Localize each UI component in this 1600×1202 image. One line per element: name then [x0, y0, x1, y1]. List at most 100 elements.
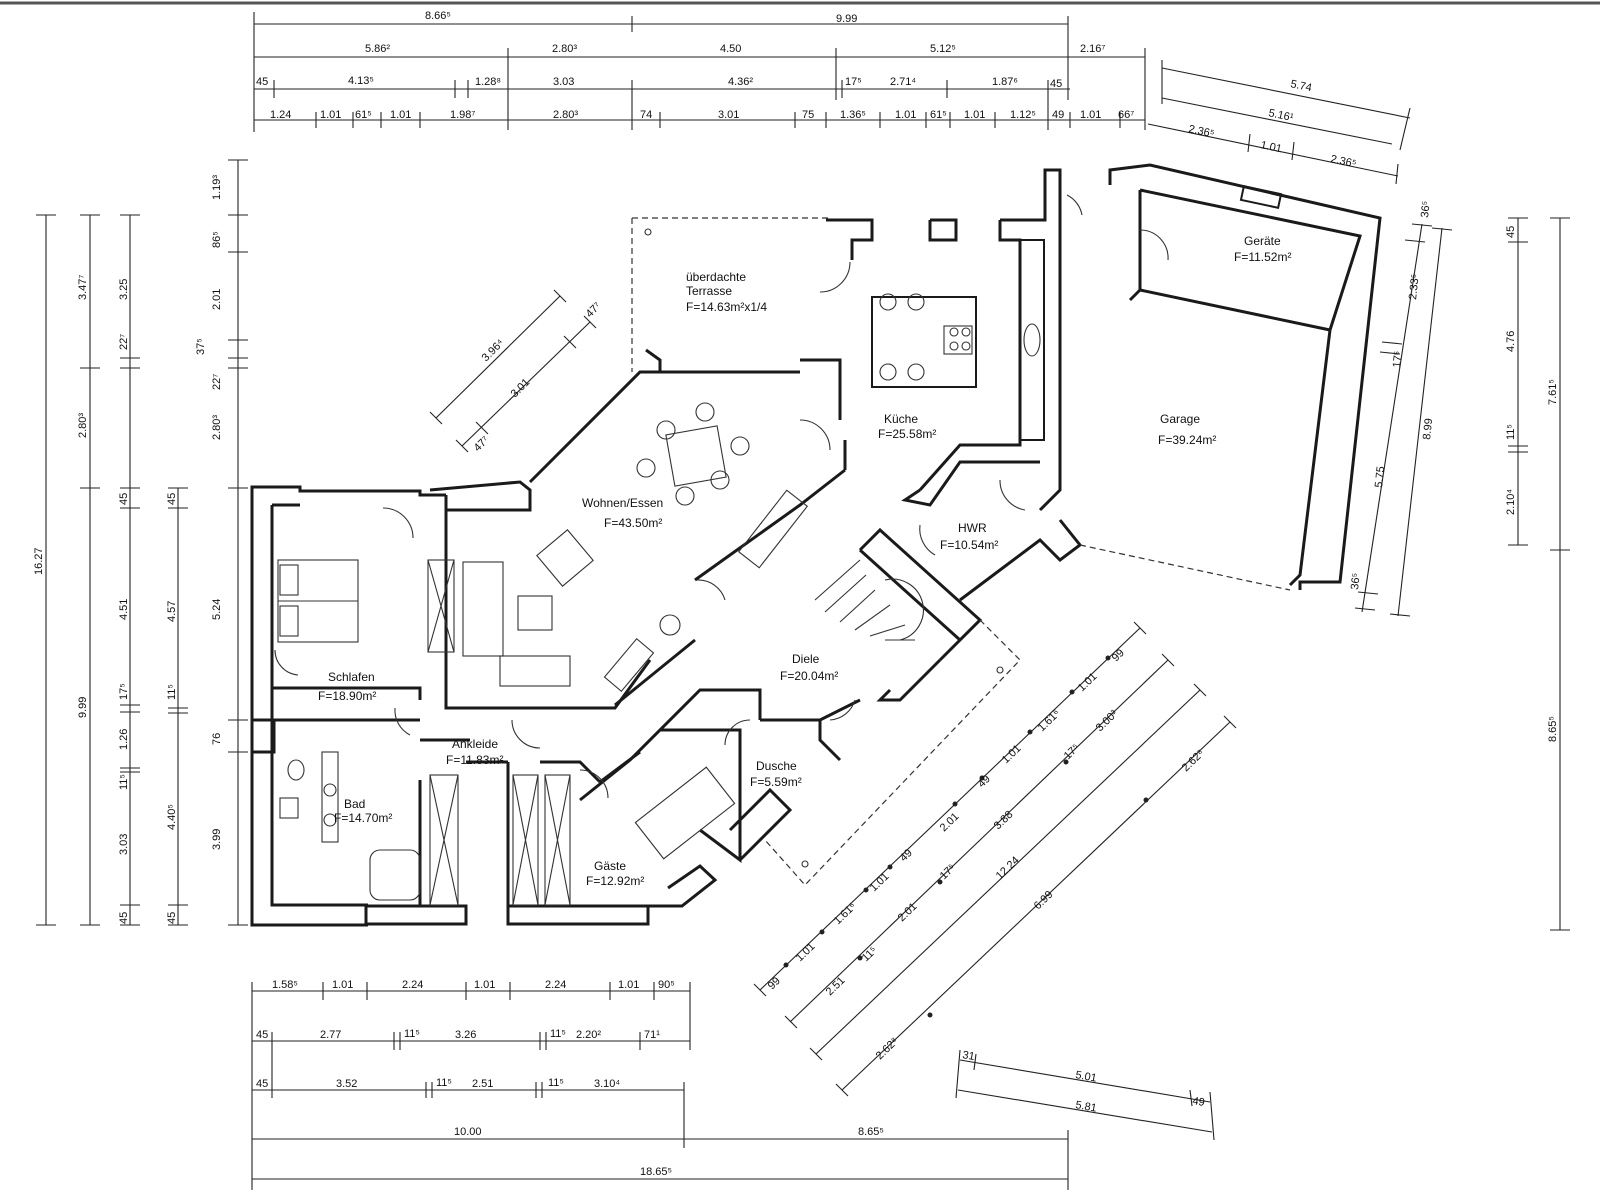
dim-label: 45 — [118, 493, 130, 505]
dim-label: 11⁵ — [404, 1028, 420, 1040]
room-name: Diele — [792, 652, 820, 666]
dim-label: 3.88 — [992, 809, 1016, 833]
room-area: F=14.63m²x1/4 — [686, 300, 767, 314]
dim-label: 4.76 — [1505, 331, 1517, 352]
dim-label: 18.65⁵ — [640, 1166, 672, 1178]
dim-label: 47⁷ — [472, 434, 492, 454]
dim-label: 45 — [1050, 78, 1062, 90]
dim-label: 45 — [166, 912, 178, 924]
room-name-2: Terrasse — [686, 284, 732, 298]
dim-label: 66⁷ — [1118, 109, 1134, 121]
dim-label: 8.65⁵ — [1547, 716, 1559, 742]
room-kueche: Küche F=25.58m² — [878, 412, 936, 441]
dim-label: 2.51 — [472, 1078, 493, 1090]
room-name: Gäste — [594, 859, 626, 873]
room-hwr: HWR F=10.54m² — [940, 521, 998, 552]
dim-label: 49 — [1191, 1095, 1205, 1109]
dim-label: 71¹ — [644, 1029, 660, 1041]
dim-label: 11⁵ — [166, 684, 178, 700]
dim-label: 3.01 — [718, 109, 739, 121]
dim-label: 99 — [766, 975, 783, 992]
room-name: Dusche — [756, 759, 797, 773]
dim-label: 2.80³ — [211, 415, 223, 440]
dim-label: 49 — [976, 773, 993, 790]
dim-label: 45 — [1505, 226, 1517, 238]
dim-label: 49 — [1052, 109, 1064, 121]
dim-label: 31 — [961, 1049, 975, 1063]
dim-label: 99 — [1110, 647, 1127, 664]
dim-label: 5.75 — [1373, 466, 1387, 489]
dim-label: 8.66⁵ — [425, 10, 451, 22]
room-area: F=11.52m² — [1234, 250, 1291, 264]
room-area: F=18.90m² — [318, 689, 376, 703]
dim-label: 2.62⁸ — [874, 1035, 901, 1062]
room-diele: Diele F=20.04m² — [780, 652, 838, 683]
dim-label: 2.62⁸ — [1180, 747, 1207, 774]
dim-label: 61⁵ — [355, 109, 372, 121]
dim-label: 36⁵ — [1419, 200, 1433, 218]
dim-label: 17⁵ — [1391, 350, 1405, 368]
dim-label: 3.03 — [553, 76, 574, 88]
dimension-lines — [36, 12, 1570, 1190]
room-schlafen: Schlafen F=18.90m² — [318, 670, 376, 703]
dim-label: 1.98⁷ — [450, 109, 475, 121]
dim-label: 3.25 — [118, 279, 130, 300]
dim-label: 1.61⁶ — [832, 901, 859, 928]
door-swings — [274, 194, 1169, 799]
room-name: Bad — [344, 797, 365, 811]
dim-label: 3.96⁴ — [480, 337, 507, 364]
room-area: F=20.04m² — [780, 669, 838, 683]
dim-label: 17⁵ — [938, 862, 958, 882]
room-name: überdachte — [686, 270, 746, 284]
dim-label: 1.26 — [118, 729, 130, 750]
dimension-labels-right: 36⁵ 2.33⁵ 17⁵ 5.75 36⁵ 8.99 45 4.76 11⁵ … — [1349, 200, 1559, 742]
dimension-labels-bottom: 1.58⁵ 1.01 2.24 1.01 2.24 1.01 90⁵ 45 2.… — [256, 979, 884, 1178]
dim-label: 1.01 — [1080, 109, 1101, 121]
dim-label: 86⁵ — [211, 231, 223, 248]
dim-label: 3.00³ — [1094, 708, 1121, 734]
dim-label: 75 — [802, 109, 814, 121]
dim-label: 4.57 — [166, 601, 178, 622]
dim-label: 2.01 — [896, 901, 920, 925]
dim-label: 8.65⁵ — [858, 1126, 884, 1138]
dimension-labels-left: 16.27 3.47⁷ 2.80³ 9.99 3.25 22⁷ 45 4.51 … — [33, 175, 223, 924]
dim-label: 2.16⁷ — [1080, 43, 1105, 55]
dim-label: 9.99 — [836, 13, 857, 25]
room-terrasse: überdachte Terrasse F=14.63m²x1/4 — [686, 270, 767, 314]
dim-label: 1.12⁵ — [1010, 109, 1036, 121]
dim-label: 1.01 — [320, 109, 341, 121]
dim-label: 49 — [898, 847, 915, 864]
dim-label: 1.58⁵ — [272, 979, 298, 991]
dim-label: 4.40⁵ — [166, 804, 178, 830]
dim-label: 1.61⁶ — [1036, 708, 1063, 735]
dim-label: 1.36⁵ — [840, 109, 866, 121]
dim-label: 11⁵ — [1505, 424, 1517, 440]
dim-label: 11⁵ — [860, 944, 880, 964]
room-name: Wohnen/Essen — [582, 496, 663, 510]
dim-label: 4.51 — [118, 599, 130, 620]
dim-label: 61⁵ — [930, 109, 947, 121]
dim-label: 11⁵ — [548, 1077, 564, 1089]
dim-label: 45 — [118, 912, 130, 924]
dim-label: 1.01 — [1076, 671, 1100, 695]
dim-label: 1.01 — [474, 979, 495, 991]
dim-label: 37⁵ — [195, 338, 207, 355]
dim-label: 10.00 — [454, 1126, 482, 1138]
room-garage: Garage F=39.24m² — [1158, 412, 1216, 447]
dim-label: 1.01 — [332, 979, 353, 991]
dim-label: 1.01 — [895, 109, 916, 121]
dim-label: 5.24 — [211, 599, 223, 620]
room-name: Garage — [1160, 412, 1200, 426]
room-name: HWR — [958, 521, 987, 535]
dim-label: 2.10⁴ — [1505, 489, 1517, 515]
furniture — [277, 228, 1041, 906]
dim-label: 6.99 — [1032, 889, 1056, 913]
dim-label: 5.74 — [1289, 78, 1312, 94]
dim-label: 1.28⁸ — [475, 76, 501, 88]
dim-label: 7.61⁵ — [1547, 379, 1559, 405]
dim-label: 1.01 — [1259, 139, 1282, 155]
dim-label: 1.87⁶ — [992, 76, 1018, 88]
room-area: F=10.54m² — [940, 538, 998, 552]
dim-label: 1.01 — [618, 979, 639, 991]
